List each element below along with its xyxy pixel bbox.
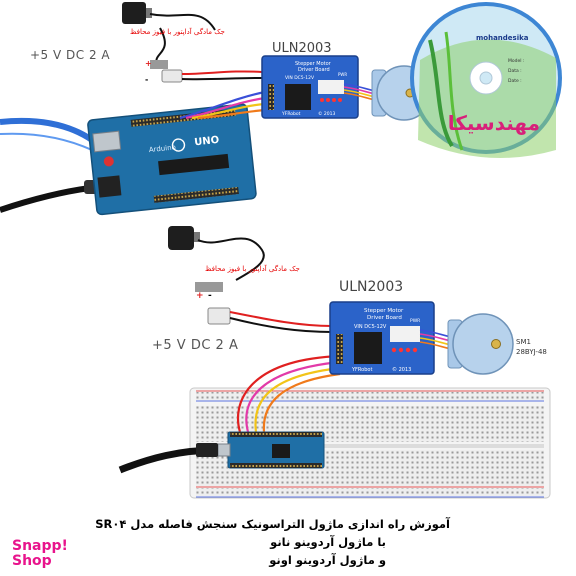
driver-input-pins-top: [268, 84, 274, 110]
cd-field-date: Date :: [508, 78, 522, 84]
arduino-nano-board: [217, 431, 325, 469]
atmega-chip: [158, 153, 230, 176]
terminal-block-bottom: [207, 307, 231, 325]
driver-voltage-top: VIN DC5-12V: [285, 75, 315, 81]
caption-line-3: و ماژول آردوینو اونو: [269, 553, 386, 567]
driver-chip-bottom: [354, 332, 382, 364]
adapter-note-bottom: جک مادگی آداپتور با فیوز محافظ: [205, 265, 300, 273]
usb-port: [92, 130, 122, 153]
driver-voltage-bottom: VIN DC5-12V: [354, 324, 387, 330]
nano-usb-port: [217, 443, 231, 457]
minus-marker-top: -: [145, 75, 148, 84]
motor-name-label: SM1: [516, 338, 531, 346]
signal-wire-yellow-bottom: [254, 366, 341, 433]
snappshop-logo-line-2: Shop: [12, 553, 52, 569]
driver-title-top-2: Driver Board: [298, 67, 330, 73]
snappshop-logo: Snapp! Shop: [12, 539, 68, 569]
arduino-logo-icon: [171, 138, 186, 152]
dc-jack-bottom: [195, 282, 223, 292]
driver-pwr-top: PWR: [338, 72, 347, 77]
arduino-model-label: UNO: [194, 135, 220, 149]
psu-label-bottom: +5 V DC 2 A: [152, 338, 239, 353]
driver-year-top: © 2013: [318, 110, 336, 117]
adapter-note-top: جک مادگی آداپتور با فیوز محافظ: [130, 28, 225, 36]
driver-brand-top: YFRobot: [281, 111, 301, 117]
motor-model-label: 28BYJ-48: [516, 348, 547, 356]
driver-pwr-bottom: PWR: [410, 318, 420, 324]
stepper-motor-bottom: [447, 313, 514, 375]
driver-chip-top: [285, 84, 311, 110]
signal-wire-yellow-top: [191, 102, 266, 120]
usb-cable-highlight: [0, 132, 93, 151]
motor-connector-bottom: [390, 326, 420, 342]
cd-brand-label: mohandesika: [476, 34, 529, 42]
signal-wire-pink-bottom: [245, 360, 341, 433]
power-jack: [97, 175, 122, 198]
cd-disc-artwork: mohandesika Model : Data : Date : مهندسی…: [410, 2, 562, 158]
driver-title-top-1: Stepper Motor: [295, 61, 332, 67]
signal-wire-pink-top: [185, 96, 266, 120]
uln-label-bottom: ULN2003: [339, 279, 404, 295]
reset-button: [103, 156, 114, 167]
signal-wire-red-bottom: [236, 354, 341, 433]
arduino-brand-label: Arduino: [148, 143, 176, 154]
power-wire-black-top: [181, 77, 263, 81]
signal-wire-orange-bottom: [262, 372, 341, 433]
power-wire-red-bottom: [229, 311, 333, 327]
usb-plug-bottom: [196, 443, 218, 457]
snappshop-logo-line-1: Snapp!: [12, 538, 68, 554]
psu-label-top: +5 V DC 2 A: [30, 48, 111, 62]
dc-barrel-cable: [0, 185, 91, 213]
cd-field-data: Data :: [508, 68, 522, 74]
dc-jack-top: [150, 60, 168, 69]
uln2003-driver-top: Stepper Motor Driver Board VIN DC5-12V P…: [261, 55, 359, 119]
caption-line-1: آموزش راه اندازی ماژول التراسونیک سنجش ف…: [95, 517, 450, 531]
plus-marker-bottom: +: [196, 291, 204, 301]
signal-wire-orange-top: [197, 108, 266, 120]
power-wire-black-bottom: [229, 317, 333, 333]
driver-brand-bottom: YFRobot: [351, 367, 372, 373]
nano-chip: [272, 444, 290, 458]
arduino-uno-board: UNO Arduino: [87, 103, 257, 216]
minus-marker-bottom: -: [208, 291, 212, 301]
power-adapter-bottom: [168, 226, 265, 281]
uln-label-top: ULN2003: [272, 41, 332, 56]
cd-field-model: Model :: [508, 58, 524, 64]
signal-wire-blue-top: [179, 90, 266, 120]
analog-header: [153, 187, 239, 203]
caption-line-2: با ماژول آردوینو نانو: [270, 535, 386, 549]
uln2003-driver-bottom: Stepper Motor Driver Board VIN DC5-12V P…: [329, 301, 435, 375]
motor-connector-top: [318, 80, 344, 94]
power-wire-red-top: [181, 70, 263, 75]
plus-marker-top: +: [145, 59, 152, 68]
driver-input-pins-bottom: [336, 334, 343, 364]
terminal-block-top: [161, 69, 183, 83]
driver-title-bottom-2: Driver Board: [367, 315, 402, 321]
cd-logo-text: مهندسیکا: [448, 111, 540, 135]
usb-cable-top: [0, 117, 94, 143]
driver-title-bottom-1: Stepper Motor: [364, 308, 404, 314]
driver-year-bottom: © 2013: [392, 366, 411, 373]
